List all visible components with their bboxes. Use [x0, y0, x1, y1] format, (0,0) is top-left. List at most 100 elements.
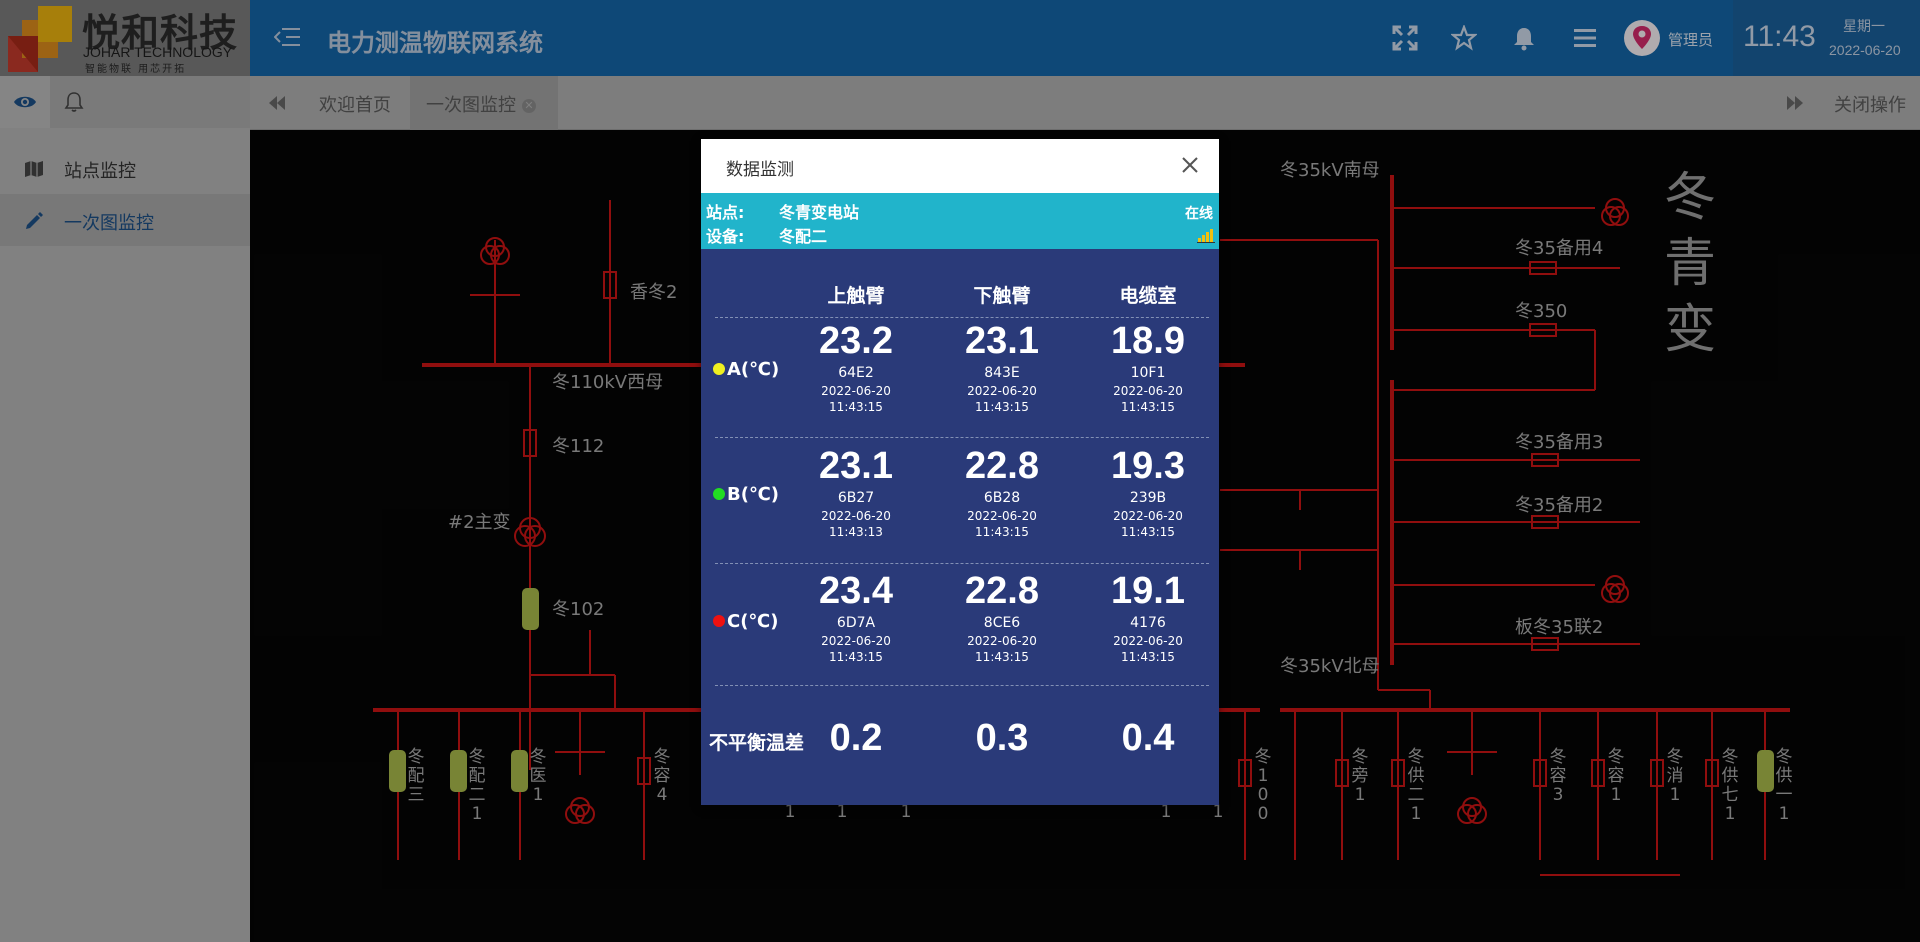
device-key: 设备:: [706, 227, 745, 246]
main-transformer-2-label: #2主变: [448, 512, 511, 533]
reading-time: 11:43:13: [829, 525, 883, 539]
phase-c-label: C(℃): [713, 611, 778, 632]
feeder-dong35-spare3-label: 冬35备用3: [1515, 432, 1604, 453]
phase-label-text: B(℃): [727, 484, 779, 505]
logo-text-en: JOHAR TECHNOLOGY: [83, 44, 233, 60]
sensor-id: 6D7A: [836, 615, 876, 631]
dialog-header: 数据监测: [701, 139, 1219, 193]
fullscreen-icon[interactable]: [1392, 25, 1418, 51]
feeder-label: 冬供二1: [1407, 747, 1425, 824]
tab-home[interactable]: 欢迎首页: [300, 76, 410, 130]
station-key: 站点:: [706, 203, 745, 222]
user-name[interactable]: 管理员: [1668, 31, 1714, 49]
divider: [715, 317, 1209, 318]
map-icon: [25, 161, 43, 177]
temp-value: 19.1: [1111, 570, 1185, 612]
bus-35kv-south-label: 冬35kV南母: [1280, 160, 1380, 181]
column-header-cable-room: 电缆室: [1119, 285, 1177, 307]
scroll-right-icon[interactable]: [1786, 96, 1804, 110]
unbalance-diff-value: 0.2: [829, 717, 883, 759]
unbalance-diff-label: 不平衡温差: [709, 732, 805, 754]
divider: [715, 685, 1209, 686]
tab-diagram-monitor[interactable]: 一次图监控 ✕: [410, 76, 558, 130]
logo-text-cn: 悦和科技: [82, 11, 239, 55]
sidebar-item-diagram-monitor[interactable]: 一次图监控: [0, 194, 250, 246]
feeder-label: 冬医1: [529, 747, 547, 805]
sensor-id: 8CE6: [983, 615, 1021, 631]
reading-date: 2022-06-20: [967, 634, 1037, 648]
johar-logo-icon: [8, 6, 72, 72]
feeder-dong35-spare4-label: 冬35备用4: [1515, 238, 1604, 259]
device-value: 冬配二: [779, 227, 828, 246]
reading-date: 2022-06-20: [1113, 509, 1183, 523]
phase-b-label: B(℃): [713, 484, 779, 505]
close-operations-button[interactable]: 关闭操作: [1834, 95, 1906, 116]
menu-icon[interactable]: [1572, 25, 1598, 51]
column-header-upper-arm: 上触臂: [827, 285, 885, 307]
feeder-dong350-label: 冬350: [1515, 301, 1568, 322]
feeder-label: 冬配三: [407, 747, 425, 805]
reading-time: 11:43:15: [975, 400, 1029, 414]
sidebar: 站点监控 一次图监控: [0, 76, 250, 942]
phase-a-label: A(℃): [713, 359, 779, 380]
temp-value: 23.4: [819, 570, 893, 612]
reading-cell[interactable]: 23.4 6D7A 2022-06-20 11:43:15: [786, 571, 926, 663]
feeder-dong35-spare2-label: 冬35备用2: [1515, 495, 1604, 516]
feeder-label: 冬容1: [1607, 747, 1625, 805]
temp-value: 23.1: [819, 445, 893, 487]
breaker-dong102-label: 冬102: [552, 599, 605, 620]
sidebar-tabs: [0, 76, 250, 128]
bus-110kv-west-label: 冬110kV西母: [552, 372, 664, 393]
avatar[interactable]: [1624, 20, 1660, 56]
reading-time: 11:43:15: [975, 525, 1029, 539]
reading-time: 11:43:15: [975, 650, 1029, 664]
feeder-label: 冬100: [1254, 747, 1272, 824]
close-icon[interactable]: [1179, 154, 1201, 176]
tab-close-icon[interactable]: ✕: [522, 99, 536, 113]
star-icon[interactable]: [1451, 25, 1477, 51]
feeder-label: 1: [784, 802, 796, 822]
feeder-label: 冬配二1: [468, 747, 486, 824]
sidebar-item-station-monitor[interactable]: 站点监控: [0, 142, 250, 194]
phase-label-text: C(℃): [727, 611, 779, 632]
divider: [715, 437, 1209, 438]
sensor-id: 239B: [1129, 490, 1167, 506]
line-xiangdong2-label: 香冬2: [630, 282, 678, 303]
sidebar-tab-view[interactable]: [0, 76, 50, 128]
reading-date: 2022-06-20: [821, 384, 891, 398]
logo: 悦和科技 JOHAR TECHNOLOGY 智能物联 用芯开拓: [0, 0, 250, 76]
reading-date: 2022-06-20: [821, 634, 891, 648]
sensor-id: 64E2: [838, 365, 874, 381]
temp-value: 23.1: [965, 320, 1039, 362]
location-pin-icon: [1633, 26, 1651, 49]
reading-time: 11:43:15: [829, 650, 883, 664]
breaker-dong112-label: 冬112: [552, 436, 605, 457]
feeder-label: 冬旁1: [1351, 747, 1369, 805]
feeder-label: 1: [836, 802, 848, 822]
top-header: 悦和科技 JOHAR TECHNOLOGY 智能物联 用芯开拓 电力测温物联网系…: [0, 0, 1920, 76]
scroll-left-icon[interactable]: [268, 96, 286, 110]
clock-weekday: 星期一: [1843, 19, 1885, 35]
tab-label: 一次图监控: [426, 95, 516, 116]
bell-icon[interactable]: [1511, 25, 1537, 51]
bell-outline-icon[interactable]: [64, 91, 84, 113]
unbalance-diff-value: 0.3: [975, 717, 1029, 759]
feeder-label: 冬消1: [1666, 747, 1684, 805]
sidebar-item-label: 一次图监控: [64, 213, 154, 234]
phase-b-dot: [713, 488, 725, 500]
clock-panel: [1733, 0, 1920, 76]
temp-value: 22.8: [965, 445, 1039, 487]
feeder-label: 冬供七1: [1721, 747, 1739, 824]
single-line-diagram: 冬35kV南母 冬35kV北母 冬110kV西母 香冬2 冬112 #2主变 冬…: [250, 130, 1920, 942]
temp-value: 18.9: [1111, 320, 1185, 362]
app-title: 电力测温物联网系统: [327, 29, 543, 57]
menu-collapse-icon[interactable]: [274, 26, 300, 48]
